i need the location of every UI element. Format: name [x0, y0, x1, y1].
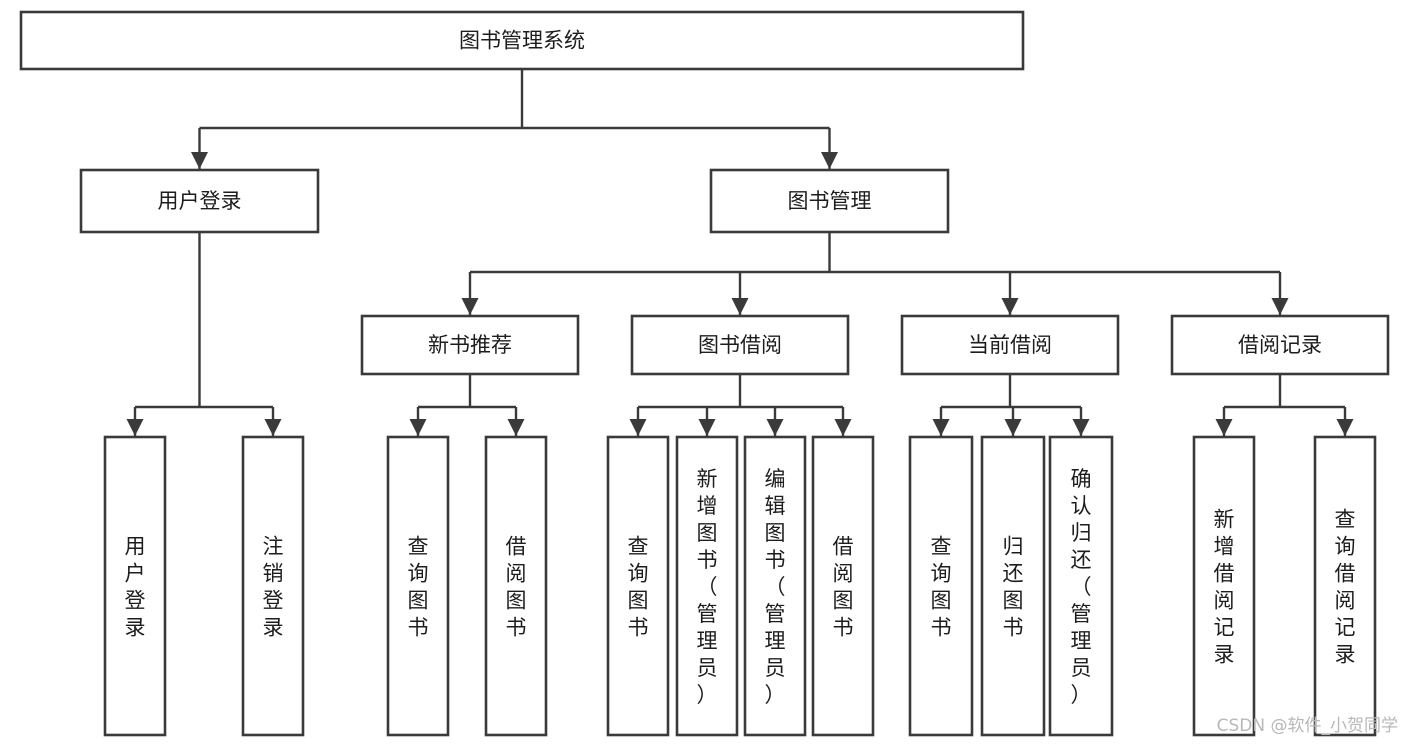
arrowhead: [932, 419, 950, 436]
node-leaf-5-label: 新增图书（管理员）: [697, 467, 718, 707]
arrowhead: [731, 298, 749, 315]
node-l3-2-box[interactable]: [900, 314, 1120, 376]
node-leaf-8-label: 查询图书: [931, 535, 952, 640]
node-leaf-12-box[interactable]: [1313, 435, 1377, 737]
node-leaf-0-label: 用户登录: [125, 535, 146, 640]
node-leaf-6-box[interactable]: [743, 435, 807, 737]
node-l3-1-label: 图书借阅: [698, 333, 782, 357]
node-l3-1-box[interactable]: [630, 314, 850, 376]
node-leaf-2[interactable]: 查询图书: [386, 435, 450, 737]
node-leaf-6[interactable]: 编辑图书（管理员）: [743, 435, 807, 737]
node-leaf-1-box[interactable]: [241, 435, 305, 737]
node-leaf-12-label: 查询借阅记录: [1335, 508, 1356, 667]
node-leaf-8-box[interactable]: [908, 435, 974, 737]
node-leaf-1[interactable]: 注销登录: [241, 435, 305, 737]
arrowhead: [766, 419, 784, 436]
node-l3-2-label: 当前借阅: [968, 333, 1052, 357]
node-l2-0-box[interactable]: [79, 168, 320, 234]
arrowhead: [461, 298, 479, 315]
node-l3-2[interactable]: 当前借阅: [900, 314, 1120, 376]
node-leaf-5-box[interactable]: [675, 435, 739, 737]
node-leaf-0-box[interactable]: [103, 435, 167, 737]
node-l2-0-label: 用户登录: [158, 189, 242, 213]
node-leaf-0[interactable]: 用户登录: [103, 435, 167, 737]
node-leaf-11-label: 新增借阅记录: [1214, 508, 1235, 667]
node-leaf-3-box[interactable]: [484, 435, 548, 737]
node-leaf-7-label: 借阅图书: [833, 535, 854, 640]
arrowhead: [698, 419, 716, 436]
node-l2-1-box[interactable]: [709, 168, 950, 234]
node-root-label: 图书管理系统: [459, 29, 585, 53]
node-leaf-6-label: 编辑图书（管理员）: [765, 467, 786, 707]
arrowhead: [821, 152, 838, 169]
arrowhead: [1004, 419, 1022, 436]
node-leaf-10-box[interactable]: [1048, 435, 1114, 737]
node-leaf-9-box[interactable]: [980, 435, 1046, 737]
node-leaf-2-label: 查询图书: [408, 535, 429, 640]
node-leaf-4[interactable]: 查询图书: [606, 435, 670, 737]
node-l2-1-label: 图书管理: [788, 189, 872, 213]
node-leaf-12[interactable]: 查询借阅记录: [1313, 435, 1377, 737]
node-l3-3-label: 借阅记录: [1238, 333, 1322, 357]
arrowhead: [1271, 298, 1289, 315]
node-leaf-4-label: 查询图书: [628, 535, 649, 640]
arrowhead: [126, 419, 144, 436]
node-leaf-1-label: 注销登录: [263, 535, 284, 640]
arrowhead: [507, 419, 525, 436]
node-l2-1[interactable]: 图书管理: [709, 168, 950, 234]
arrowhead: [264, 419, 282, 436]
node-l3-0-label: 新书推荐: [428, 333, 512, 357]
arrowhead: [629, 419, 647, 436]
node-leaf-5[interactable]: 新增图书（管理员）: [675, 435, 739, 737]
node-leaf-3[interactable]: 借阅图书: [484, 435, 548, 737]
node-l3-3[interactable]: 借阅记录: [1170, 314, 1390, 376]
connector-layer: [126, 69, 1354, 436]
node-leaf-10-label: 确认归还（管理员）: [1071, 467, 1092, 707]
node-leaf-2-box[interactable]: [386, 435, 450, 737]
arrowhead: [834, 419, 852, 436]
arrowhead: [1336, 419, 1354, 436]
node-leaf-4-box[interactable]: [606, 435, 670, 737]
node-leaf-9-label: 归还图书: [1003, 535, 1024, 640]
arrowhead: [1215, 419, 1233, 436]
node-l3-0[interactable]: 新书推荐: [360, 314, 580, 376]
node-leaf-7-box[interactable]: [811, 435, 875, 737]
node-l3-1[interactable]: 图书借阅: [630, 314, 850, 376]
node-leaf-8[interactable]: 查询图书: [908, 435, 974, 737]
arrowhead: [191, 152, 208, 169]
node-leaf-7[interactable]: 借阅图书: [811, 435, 875, 737]
node-leaf-9[interactable]: 归还图书: [980, 435, 1046, 737]
node-root[interactable]: 图书管理系统: [19, 10, 1025, 71]
csdn-watermark: CSDN @软件_小贺同学: [1217, 716, 1398, 736]
node-leaf-11[interactable]: 新增借阅记录: [1192, 435, 1256, 737]
node-l3-0-box[interactable]: [360, 314, 580, 376]
arrowhead: [1001, 298, 1019, 315]
arrowhead: [1072, 419, 1090, 436]
node-root-box[interactable]: [19, 10, 1025, 71]
arrowhead: [409, 419, 427, 436]
node-leaf-3-label: 借阅图书: [506, 535, 527, 640]
node-l3-3-box[interactable]: [1170, 314, 1390, 376]
node-leaf-11-box[interactable]: [1192, 435, 1256, 737]
node-leaf-10[interactable]: 确认归还（管理员）: [1048, 435, 1114, 737]
node-l2-0[interactable]: 用户登录: [79, 168, 320, 234]
node-layer: 图书管理系统用户登录图书管理新书推荐图书借阅当前借阅借阅记录用户登录注销登录查询…: [19, 10, 1390, 737]
